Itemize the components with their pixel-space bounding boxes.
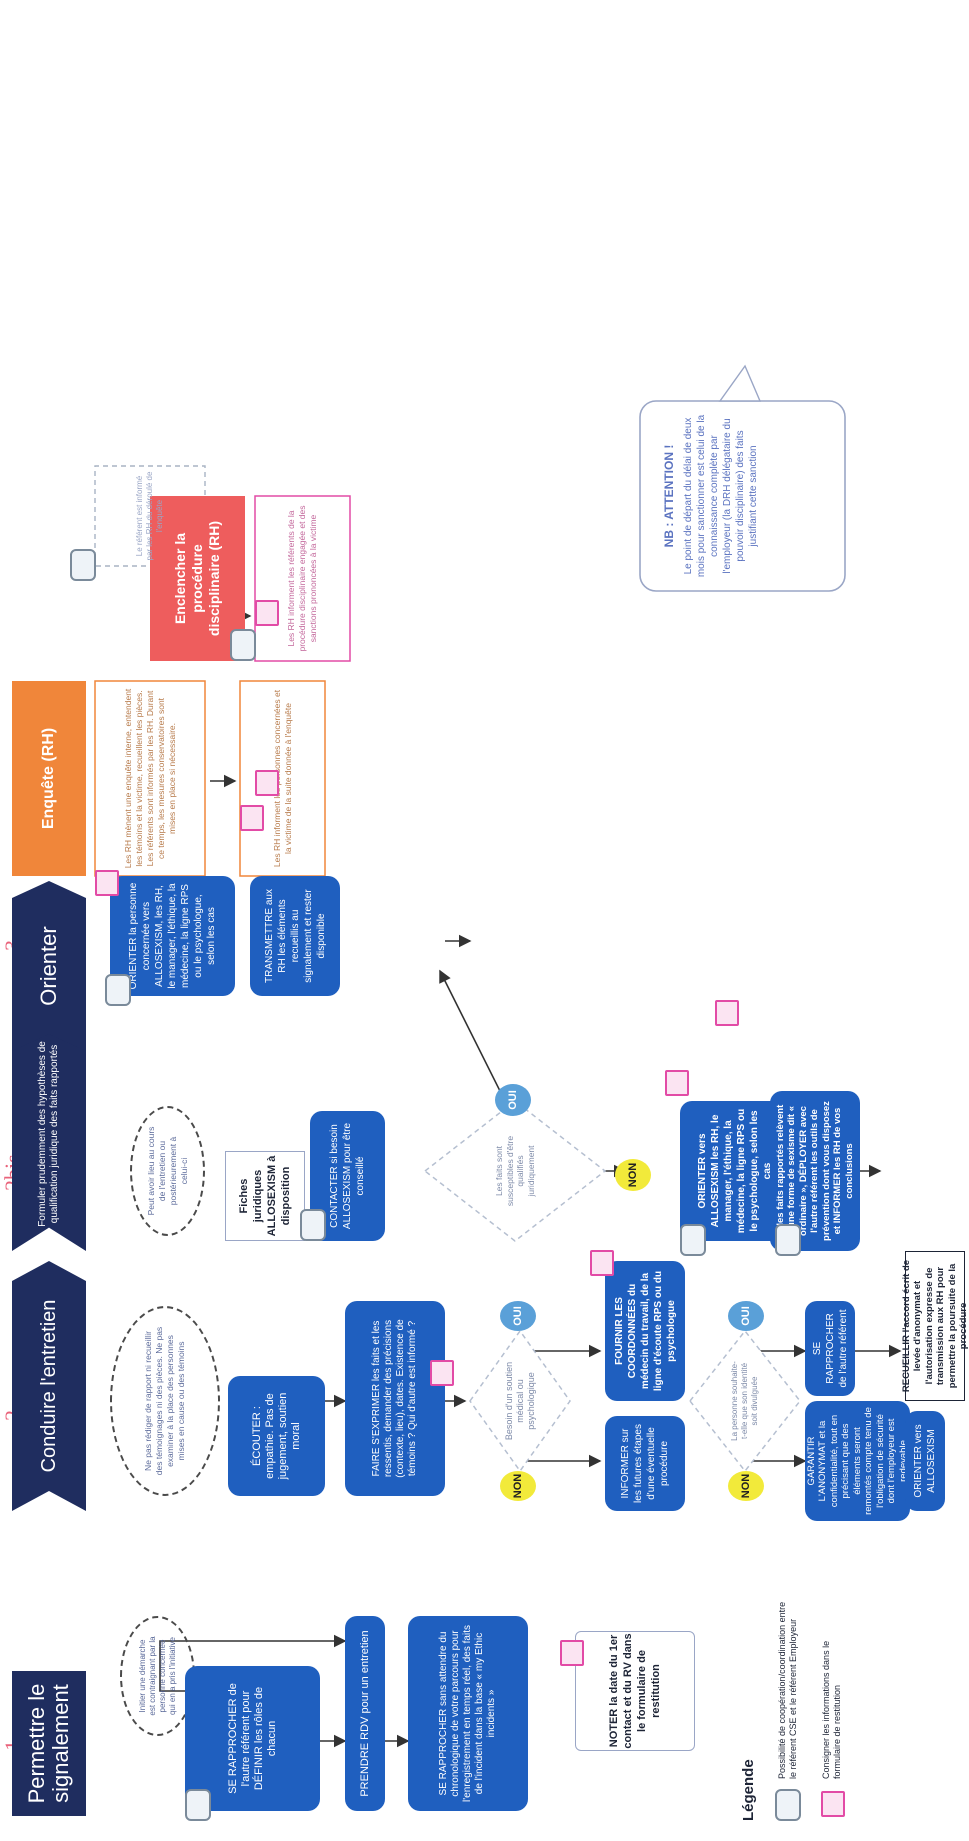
- step2-non2-tag: NON: [728, 1471, 764, 1501]
- step2-box-orienter-allo: ORIENTER vers ALLOSEXISM: [905, 1411, 945, 1511]
- legend-title: Légende: [740, 1759, 757, 1821]
- step2-non1-tag: NON: [500, 1471, 536, 1501]
- step2-box-rapprocher: SE RAPPROCHER de l'autre référent: [805, 1301, 855, 1396]
- step1-box-rdv: PRENDRE RDV pour un entretien: [345, 1616, 385, 1811]
- legend-item-coop-label: Possibilité de coopération/coordination …: [777, 1601, 798, 1779]
- form-icon: [715, 1000, 739, 1026]
- step2-box-recueillir: RECUEILLIR l'accord écrit de levée d'ano…: [901, 1251, 969, 1401]
- legend: Légende Possibilité de coopération/coord…: [740, 1601, 955, 1821]
- step2bis-diamond-text: Les faits sont susceptibles d'être quali…: [494, 1135, 536, 1207]
- step-2-chevron: Conduire l'entretien: [12, 1261, 86, 1511]
- step-1-chevron: Permettre le signalement: [12, 1671, 86, 1816]
- step-1-title: Permettre le signalement: [24, 1683, 73, 1804]
- form-icon: [240, 805, 264, 831]
- step2bis-oval: Peut avoir lieu au cours de l'entretien …: [130, 1106, 205, 1236]
- step2-oui1-tag: OUI: [500, 1301, 536, 1331]
- handshake-icon: [680, 1224, 706, 1256]
- step-2-title: Conduire l'entretien: [38, 1299, 60, 1473]
- step2-box-fournir: FOURNIR LES COORDONNÉES du médecin du tr…: [605, 1261, 685, 1401]
- step1-note: NOTER la date du 1er contact et du RV da…: [575, 1631, 695, 1751]
- handshake-icon: [775, 1787, 801, 1821]
- step-2bis-chevron: Formuler prudemment des hypothèses de qu…: [12, 1017, 86, 1251]
- legend-item-coop: Possibilité de coopération/coordination …: [775, 1601, 801, 1821]
- step2-diamond2-text: La personne souhaite-t-elle que son iden…: [730, 1361, 759, 1441]
- diamond-shape-1: [469, 1329, 571, 1473]
- step2bis-fiches: Fiches juridiques ALLOSEXISM à dispositi…: [225, 1151, 305, 1241]
- step-3-title: Orienter: [36, 926, 61, 1006]
- enquete-dashed-text: Le référent est informé par les RH du dé…: [135, 471, 164, 561]
- form-icon: [430, 1360, 454, 1386]
- diamond-shape-3: [423, 1100, 607, 1242]
- form-icon: [819, 1787, 845, 1821]
- handshake-icon: [775, 1224, 801, 1256]
- step2-box-ecouter: ÉCOUTER : empathie. Pas de jugement, sou…: [228, 1376, 325, 1496]
- step2-box-garantir: GARANTIR L'ANONYMAT et la confidentialit…: [805, 1401, 910, 1521]
- step2-box-exprimer: FAIRE S'EXPRIMER les faits et les ressen…: [345, 1301, 445, 1496]
- step2bis-oui-tag: OUI: [495, 1084, 531, 1116]
- step-2bis-title: Formuler prudemment des hypothèses de qu…: [37, 1041, 60, 1227]
- handshake-icon: [185, 1789, 211, 1821]
- arrow-3: [159, 1634, 347, 1692]
- legend-item-doc: Consigner les informations dans le formu…: [819, 1601, 845, 1821]
- nb-tail: [718, 364, 762, 402]
- form-icon: [255, 600, 279, 626]
- enquete-box1-text: Les RH mènent une enquête interne, enten…: [122, 688, 177, 869]
- disciplinaire-box-text: Les RH informent les référents de la pro…: [286, 505, 318, 652]
- step-3-chevron: Orienter: [12, 881, 86, 1051]
- step2-diamond1-text: Besoin d'un soutien médical ou psycholog…: [503, 1361, 536, 1441]
- form-icon: [95, 870, 119, 896]
- handshake-icon: [300, 1209, 326, 1241]
- form-icon: [560, 1640, 584, 1666]
- nb-title: NB : ATTENTION !: [662, 444, 676, 548]
- step3-box-transmettre: TRANSMETTRE aux RH les éléments recueill…: [250, 876, 340, 996]
- form-icon: [255, 770, 279, 796]
- step1-oval: Initier une démarche est contraignant pa…: [120, 1616, 195, 1736]
- nb-box: NB : ATTENTION ! Le point de départ du d…: [650, 411, 840, 581]
- nb-text: Le point de départ du délai de deux mois…: [683, 414, 759, 578]
- form-icon: [590, 1250, 614, 1276]
- step2-oval: Ne pas rédiger de rapport ni recueillir …: [110, 1306, 220, 1496]
- step2-box-informer: INFORMER sur les futures étapes d'une év…: [605, 1416, 685, 1511]
- enquete-header: Enquête (RH): [12, 681, 86, 876]
- form-icon: [665, 1070, 689, 1096]
- diamond-shape-2: [689, 1329, 801, 1473]
- step1-box-base: SE RAPPROCHER sans attendre du chronolog…: [408, 1616, 528, 1811]
- legend-item-doc-label: Consigner les informations dans le formu…: [821, 1640, 842, 1779]
- handshake-icon: [70, 549, 96, 581]
- handshake-icon: [105, 974, 131, 1006]
- step2-oui2-tag: OUI: [728, 1301, 764, 1331]
- handshake-icon: [230, 629, 256, 661]
- step2bis-non-tag: NON: [615, 1159, 651, 1191]
